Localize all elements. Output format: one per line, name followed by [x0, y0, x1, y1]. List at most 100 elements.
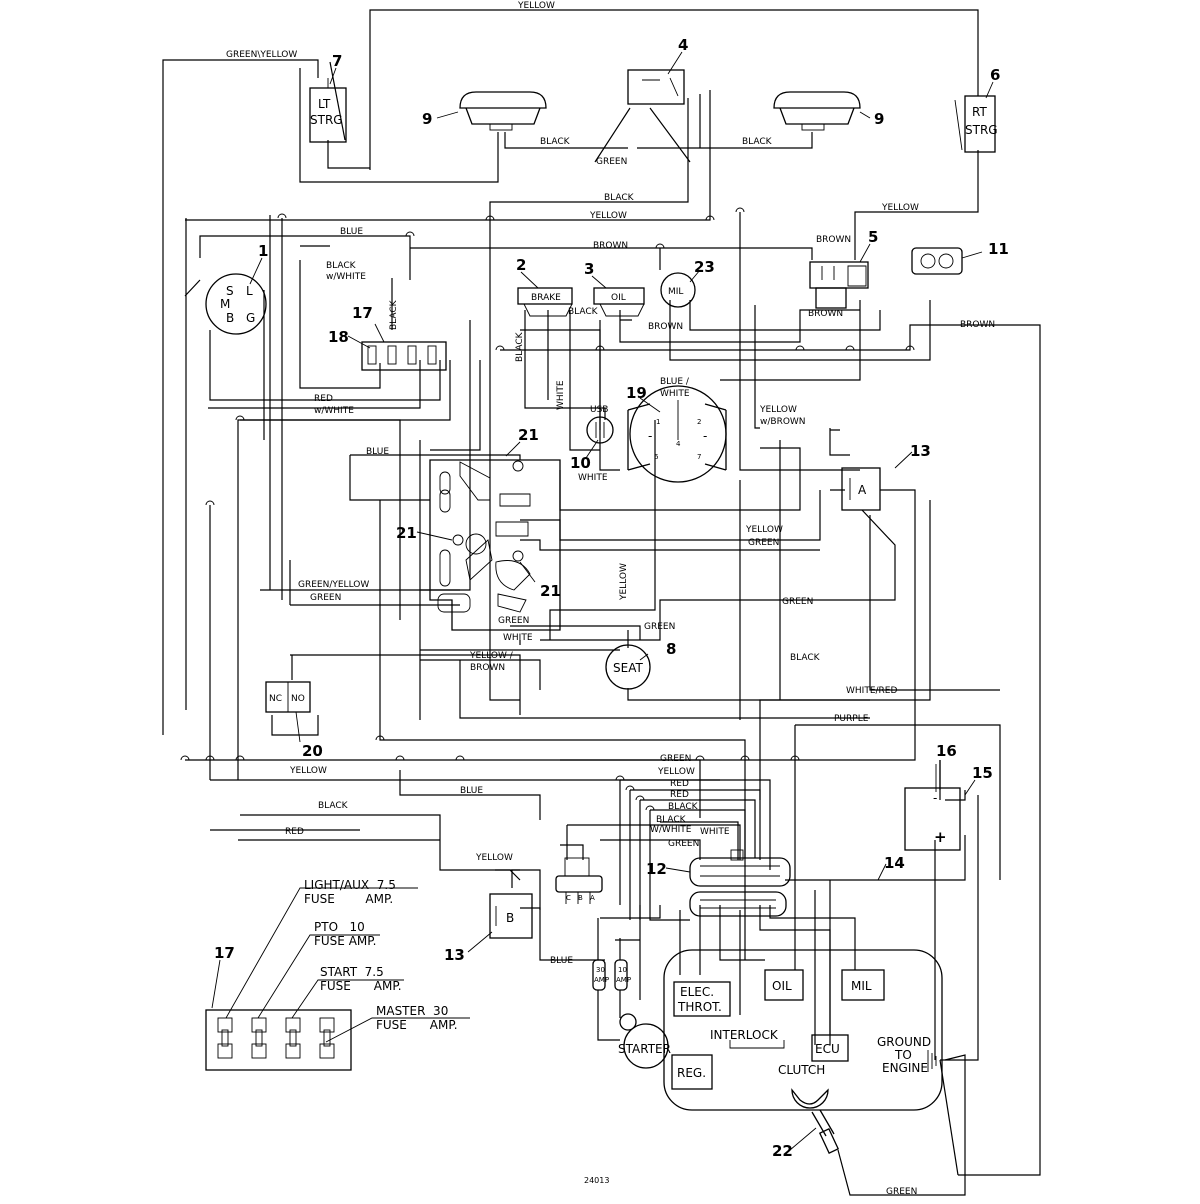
- battery-plus: +: [934, 828, 947, 846]
- wire-label: GREEN: [886, 1187, 917, 1197]
- fuse-master-line1: MASTER 30: [376, 1004, 448, 1018]
- fuse-10-value: 10: [618, 966, 627, 974]
- right-headlight: [773, 91, 861, 131]
- wire-label: BROWN: [648, 322, 683, 332]
- usb-label: USB: [590, 405, 608, 415]
- wire-label: YELLOW: [759, 405, 797, 415]
- callout-21-left: 21: [396, 524, 417, 542]
- callout-18: 18: [328, 328, 349, 346]
- fuse-30-value: 30: [596, 966, 605, 974]
- wire-label: GREEN: [748, 538, 779, 548]
- wire-label: BROWN: [470, 663, 505, 673]
- wire-label: BROWN: [960, 320, 995, 330]
- mil-light: MIL: [660, 272, 696, 308]
- callout-21-right: 21: [540, 582, 561, 600]
- wire-label: BLUE: [340, 227, 363, 237]
- connector-11: [911, 247, 963, 275]
- callout-8: 8: [666, 640, 676, 658]
- ground-label-3: ENGINE: [882, 1061, 928, 1075]
- wire-label: BLACK: [604, 193, 635, 203]
- hour-meter-pin-4: 4: [676, 440, 681, 448]
- wire-label: YELLOW: [517, 1, 555, 11]
- starter-label: STARTER: [618, 1042, 671, 1056]
- wire-label: GREEN\YELLOW: [226, 50, 297, 60]
- wire-label: w/WHITE: [314, 406, 354, 416]
- callout-9-left: 9: [422, 110, 432, 128]
- elec-throt-label-1: ELEC.: [680, 985, 714, 999]
- ignition-terminal-g: G: [246, 311, 255, 325]
- hour-meter-pin-1: 1: [656, 418, 660, 426]
- callout-15: 15: [972, 764, 993, 782]
- wire-label: w/BROWN: [760, 417, 806, 427]
- relay-a-label: A: [858, 483, 867, 497]
- oil-light: OIL: [593, 287, 645, 317]
- hour-meter-label-2: WHITE: [660, 389, 690, 399]
- wire-label: YELLOW: [657, 767, 695, 777]
- wire-label: RED: [285, 827, 304, 837]
- wire-label: RED: [670, 790, 689, 800]
- wire-label: GREEN: [660, 754, 691, 764]
- callout-3: 3: [584, 260, 594, 278]
- hour-meter-sign-left: -: [648, 429, 652, 443]
- callout-13-bottom: 13: [444, 946, 465, 964]
- fuse-master-line2: FUSE AMP.: [376, 1018, 458, 1032]
- wire-label: BLACK: [515, 331, 525, 362]
- seat-label: SEAT: [613, 661, 643, 675]
- callout-6: 6: [990, 66, 1000, 84]
- wire-label: WHITE: [700, 827, 730, 837]
- fuse-block-17: [205, 887, 470, 1071]
- mil-label: MIL: [668, 287, 683, 297]
- pto-switch: [627, 69, 685, 105]
- wire-label: BLACK: [742, 137, 773, 147]
- wire-label: w/WHITE: [326, 272, 366, 282]
- fuse-30-unit: AMP: [594, 976, 609, 984]
- control-board: [429, 459, 561, 631]
- wire-label: GREEN: [310, 593, 341, 603]
- hour-meter-pin-6: 6: [654, 453, 659, 461]
- wire-label: WHITE: [503, 633, 533, 643]
- wire-label: RED: [314, 394, 333, 404]
- callout-9-right: 9: [874, 110, 884, 128]
- ignition-terminal-b: B: [226, 311, 234, 325]
- callout-17-bottom: 17: [214, 944, 235, 962]
- wire-label: YELLOW: [289, 766, 327, 776]
- callout-21-top: 21: [518, 426, 539, 444]
- wire-label: BLACK: [318, 801, 349, 811]
- wire-label: WHITE/RED: [846, 686, 897, 696]
- rt-strg-label-2: STRG: [965, 123, 998, 137]
- callout-16: 16: [936, 742, 957, 760]
- ignition-terminal-s: S: [226, 284, 234, 298]
- inline-fuse-10: 10 AMP: [614, 959, 631, 991]
- brake-switch: BRAKE: [517, 287, 573, 317]
- oil-label: OIL: [611, 293, 626, 303]
- rt-strg-label-1: RT: [972, 105, 987, 119]
- relay-b: B: [489, 893, 533, 939]
- wire-label: GREEN: [782, 597, 813, 607]
- wire-hops: [180, 207, 915, 811]
- ignition-terminal-m: M: [220, 297, 230, 311]
- fuse-holder-18: [361, 341, 447, 371]
- wire-label: GREEN: [498, 616, 529, 626]
- fuse-light-line1: LIGHT/AUX 7.5: [304, 878, 396, 892]
- relay-b-label: B: [506, 911, 514, 925]
- interlock-label: INTERLOCK: [710, 1028, 779, 1042]
- wire-label: BROWN: [593, 241, 628, 251]
- wire-label: YELLOW: [619, 563, 629, 601]
- cable-22: [811, 1109, 840, 1154]
- right-steering-switch: RT STRG: [954, 95, 998, 153]
- battery-minus: -: [933, 791, 937, 805]
- left-steering-switch: LT STRG: [309, 78, 347, 150]
- engine: ELEC. THROT. OIL MIL INTERLOCK ECU REG. …: [663, 949, 943, 1111]
- clutch-label: CLUTCH: [778, 1063, 825, 1077]
- wire-label: YELLOW: [475, 853, 513, 863]
- callout-10: 10: [570, 454, 591, 472]
- wire-label: BLUE: [460, 786, 483, 796]
- wire-label: GREEN: [668, 839, 699, 849]
- hour-meter-pin-7: 7: [697, 453, 701, 461]
- hour-meter-label-1: BLUE /: [660, 377, 690, 387]
- callout-7: 7: [332, 52, 342, 70]
- wires: [162, 9, 1041, 1196]
- callout-17-top: 17: [352, 304, 373, 322]
